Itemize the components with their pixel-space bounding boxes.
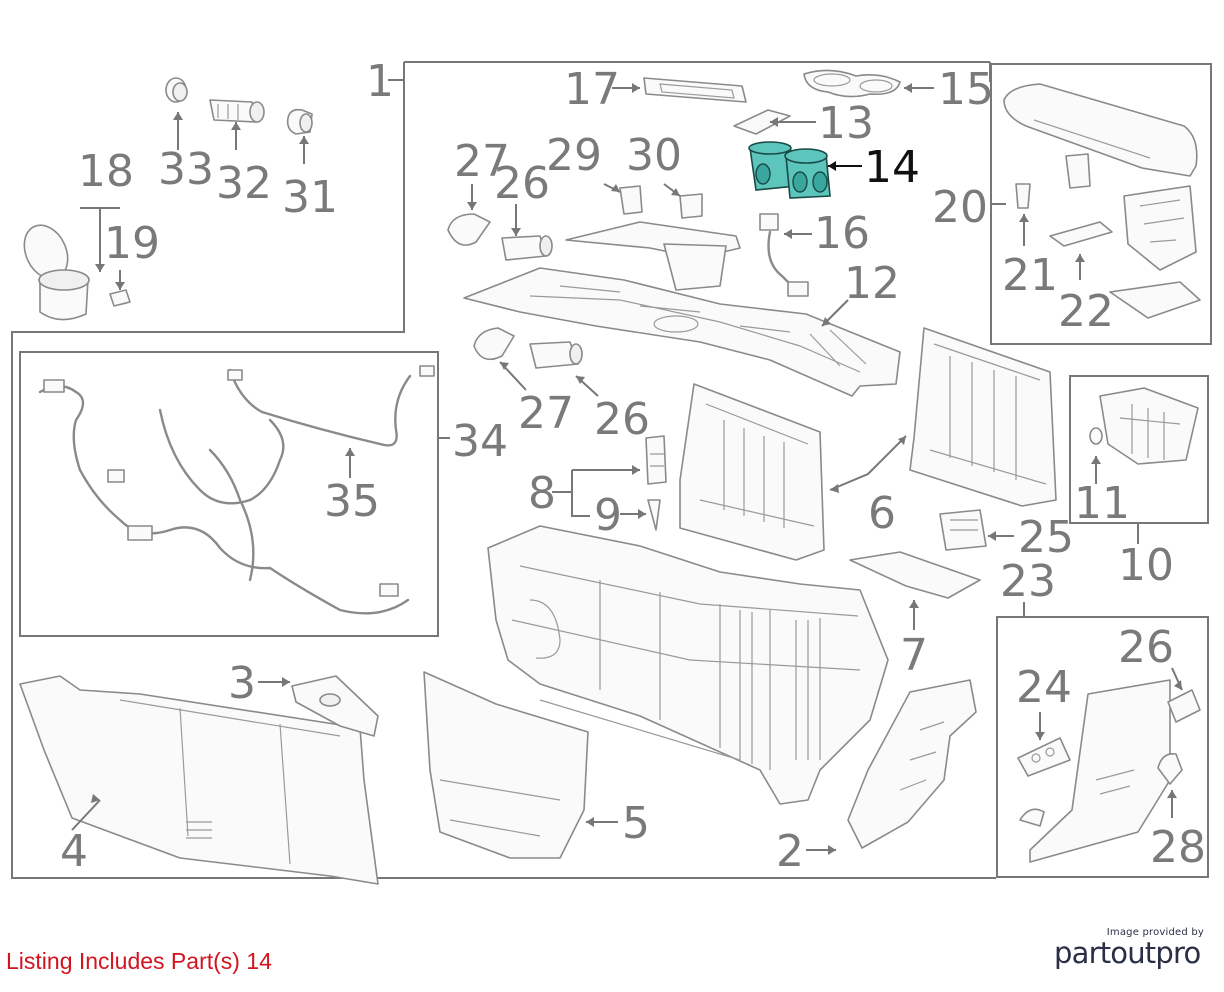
part-24-switch-panel — [1017, 737, 1071, 777]
callout-labels: 1 2 3 4 5 6 7 8 9 10 11 12 13 14 15 16 1… — [60, 56, 1206, 877]
part-3-latch — [291, 675, 379, 737]
callout-26-b: 26 — [594, 394, 650, 445]
callout-16: 16 — [814, 208, 870, 259]
callout-4: 4 — [60, 826, 88, 877]
part-14-cupholder — [748, 141, 831, 199]
callout-26-c: 26 — [1118, 622, 1174, 673]
callout-19: 19 — [104, 218, 160, 269]
console-housing — [487, 525, 889, 805]
frame-23-group — [996, 616, 1209, 878]
partoutpro-logo: partoutpro — [1054, 936, 1201, 970]
part-11-grommet — [1089, 427, 1103, 445]
frame-10-group — [1069, 375, 1209, 524]
callout-13: 13 — [818, 98, 874, 149]
part-17-trim — [643, 77, 747, 103]
callout-5: 5 — [622, 798, 650, 849]
callout-26-a: 26 — [494, 158, 550, 209]
callout-33: 33 — [158, 144, 214, 195]
callout-28: 28 — [1150, 822, 1206, 873]
part-26-lower-socket — [529, 341, 583, 369]
part-26-upper-socket — [501, 235, 553, 261]
callout-24: 24 — [1016, 662, 1072, 713]
part-13-pad — [733, 109, 791, 135]
callout-20: 20 — [932, 182, 988, 233]
part-18-outlet — [23, 224, 90, 321]
part-4-side-panel — [19, 675, 379, 885]
callout-9: 9 — [594, 490, 622, 541]
part-16-harness — [759, 213, 809, 297]
callout-6: 6 — [868, 488, 896, 539]
part-30-clip — [679, 193, 703, 219]
frame-34-harness — [19, 351, 439, 637]
part-35-harness — [38, 365, 435, 615]
callout-32: 32 — [216, 158, 272, 209]
callout-21: 21 — [1002, 250, 1058, 301]
part-15-ring — [803, 69, 901, 98]
part-23-side-trim — [1029, 679, 1171, 863]
callout-14: 14 — [864, 142, 920, 193]
arrowheads — [91, 83, 1182, 855]
callout-2: 2 — [776, 826, 804, 877]
callout-17: 17 — [564, 64, 620, 115]
part-26-group-socket — [1167, 689, 1201, 723]
callout-30: 30 — [626, 130, 682, 181]
part-5-rear-panel — [423, 671, 589, 859]
part-29-clip — [619, 185, 643, 215]
part-21-screw — [1015, 183, 1031, 209]
callout-27-a: 27 — [454, 136, 510, 187]
callout-35: 35 — [324, 476, 380, 527]
callout-15: 15 — [938, 64, 994, 115]
part-23-fastener — [1019, 808, 1045, 827]
part-8-bracket — [645, 435, 667, 485]
callout-29: 29 — [546, 130, 602, 181]
callout-27-b: 27 — [518, 388, 574, 439]
part-12-console-top — [463, 221, 901, 397]
image-credit: Image provided by partoutpro — [1054, 927, 1204, 970]
callout-23: 23 — [1000, 556, 1056, 607]
listing-note: Listing Includes Part(s) 14 — [6, 948, 272, 974]
callout-3: 3 — [228, 658, 256, 709]
part-27-upper-bezel — [447, 213, 491, 246]
part-33-plug — [165, 77, 188, 103]
callout-11: 11 — [1074, 478, 1130, 529]
part-2-trim — [847, 679, 977, 849]
frame-20-group — [990, 63, 1212, 345]
part-10-bin — [1099, 387, 1199, 465]
callout-18: 18 — [78, 146, 134, 197]
callout-1: 1 — [366, 56, 394, 107]
callout-7: 7 — [900, 630, 928, 681]
callout-34: 34 — [452, 416, 508, 467]
callout-31: 31 — [282, 172, 338, 223]
part-27-lower-bezel — [473, 327, 515, 361]
callout-25: 25 — [1018, 512, 1074, 563]
callout-22: 22 — [1058, 286, 1114, 337]
part-6-left-panel — [679, 383, 825, 561]
assembly-frame-1 — [11, 61, 996, 879]
callout-12: 12 — [844, 258, 900, 309]
part-28-bezel — [1157, 752, 1183, 785]
part-32-socket — [209, 99, 265, 123]
callout-10: 10 — [1118, 540, 1174, 591]
part-19-fuse — [109, 289, 131, 307]
credit-caption: Image provided by — [1106, 927, 1204, 938]
part-25-switch — [939, 509, 987, 551]
part-6-right-panel — [909, 327, 1057, 507]
part-20-armrest — [1003, 83, 1198, 189]
part-22-hinge — [1049, 185, 1201, 319]
part-31-cap — [286, 108, 313, 135]
part-9-pin — [647, 499, 661, 531]
callout-8: 8 — [528, 468, 556, 519]
part-7-mat — [849, 551, 981, 599]
